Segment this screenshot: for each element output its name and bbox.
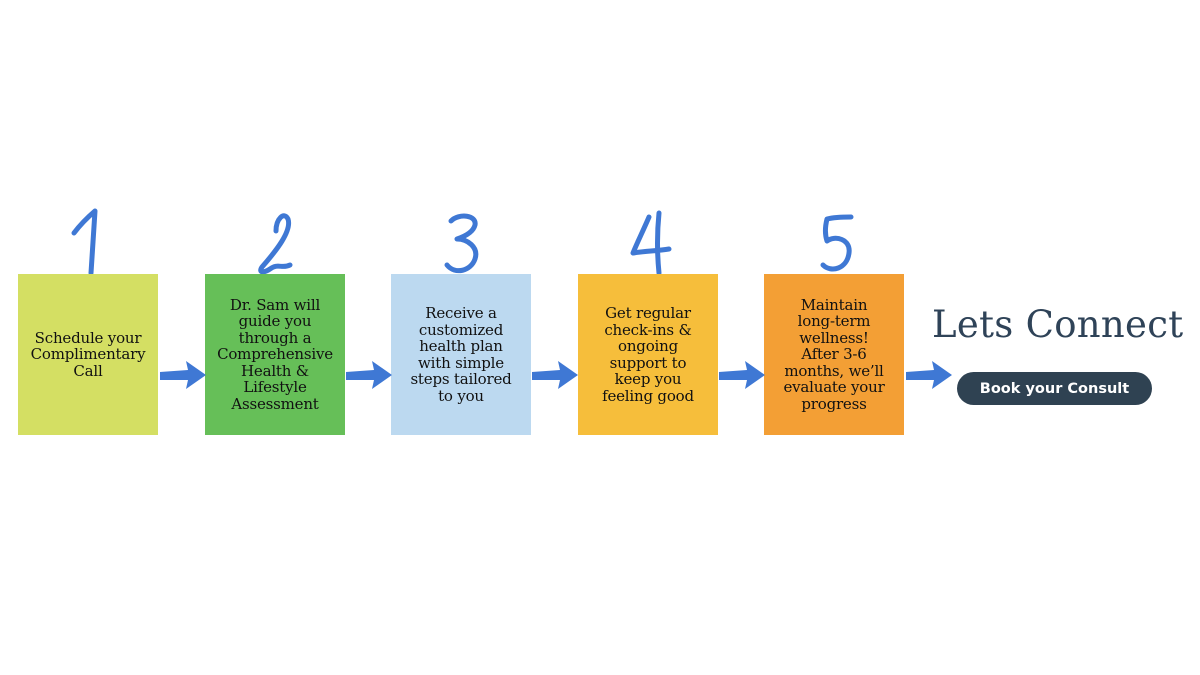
arrow-step-1-to-2: [158, 358, 208, 392]
numeral-four-icon: [630, 210, 672, 276]
arrow-step-5-to-cta: [904, 358, 954, 392]
step-5-numeral: [795, 203, 875, 278]
step-4-numeral: [609, 203, 689, 278]
step-2-text: Dr. Sam will guide you through a Compreh…: [217, 295, 333, 413]
arrow-step-3-to-4: [530, 358, 580, 392]
arrow-step-2-to-3: [344, 358, 394, 392]
numeral-three-icon: [444, 213, 479, 274]
step-1-text: Schedule your Complimentary Call: [30, 328, 146, 380]
arrow-right-icon: [346, 361, 392, 389]
step-1-numeral: [50, 203, 130, 278]
step-3-text: Receive a customized health plan with si…: [410, 304, 512, 405]
step-4-text: Get regular check-ins & ongoing support …: [602, 304, 694, 405]
step-3-numeral: [421, 203, 501, 278]
step-2-box: Dr. Sam will guide you through a Compreh…: [205, 274, 345, 435]
book-consult-button[interactable]: Book your Consult: [957, 372, 1152, 405]
numeral-one-icon: [71, 208, 98, 276]
step-5-box: Maintain long-term wellness! After 3-6 m…: [764, 274, 904, 435]
numeral-five-icon: [820, 214, 854, 272]
step-5-text: Maintain long-term wellness! After 3-6 m…: [783, 295, 885, 413]
step-2-numeral: [236, 203, 316, 278]
numeral-two-icon: [258, 213, 293, 275]
step-1-box: Schedule your Complimentary Call: [18, 274, 158, 435]
step-3-box: Receive a customized health plan with si…: [391, 274, 531, 435]
step-4-box: Get regular check-ins & ongoing support …: [578, 274, 718, 435]
arrow-right-icon: [719, 361, 765, 389]
arrow-right-icon: [906, 361, 952, 389]
arrow-right-icon: [532, 361, 578, 389]
cta-heading: Lets Connect: [932, 303, 1184, 346]
arrow-step-4-to-5: [717, 358, 767, 392]
arrow-right-icon: [160, 361, 206, 389]
